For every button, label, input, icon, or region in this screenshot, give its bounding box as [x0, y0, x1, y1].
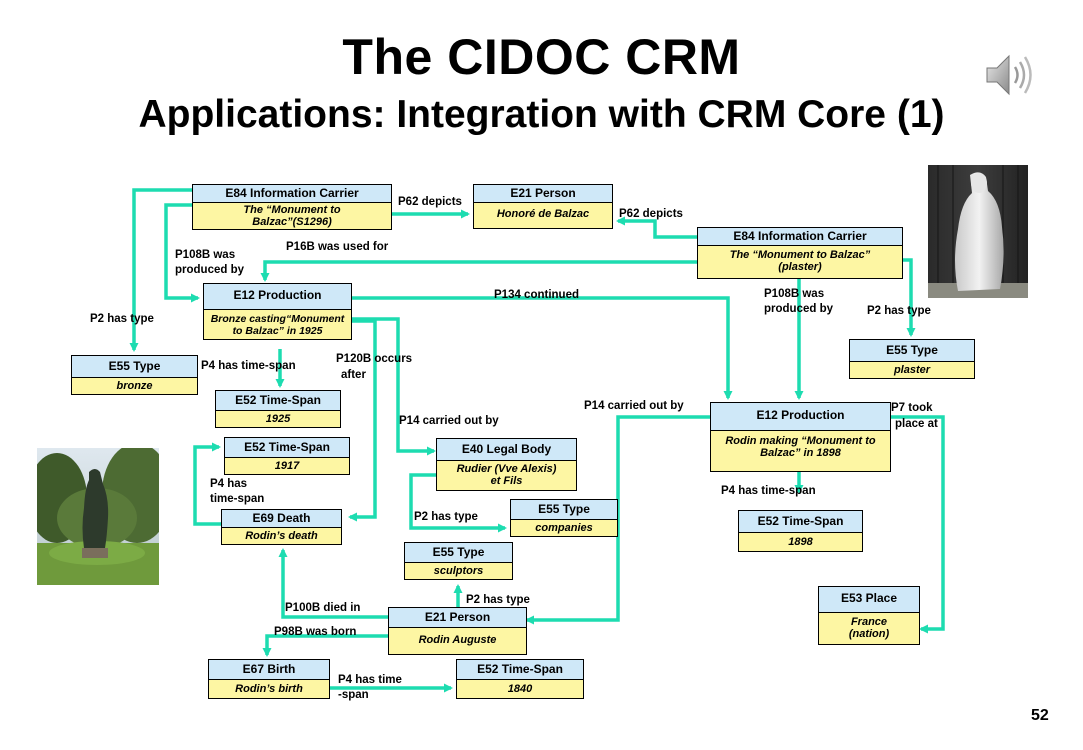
label-p108b-b-line1: P108B was	[764, 288, 825, 300]
arrow-p98	[262, 634, 388, 657]
slide-subtitle: Applications: Integration with CRM Core …	[138, 93, 945, 136]
node-e52-time-span-1898: E52 Time-Span 1898	[738, 510, 863, 552]
label-p134: P134 continued	[494, 289, 579, 301]
node-e55-type-sculptors: E55 Type sculptors	[404, 542, 513, 580]
label-p108b-b-line2: produced by	[764, 303, 834, 315]
node-e69-death: E69 Death Rodin’s death	[221, 509, 342, 545]
arrow-p14-b	[525, 415, 710, 625]
label-p108b-a-line1: P108B was	[175, 249, 236, 261]
label-p7-line1: P7 took	[891, 402, 933, 414]
label-p4-has-time-span-d-line1: P4 has time	[338, 674, 402, 686]
label-p100b: P100B died in	[285, 602, 361, 614]
arrow-p2-companies	[409, 473, 507, 533]
arrow-p4-1917	[193, 442, 221, 526]
label-p108b-a-line2: produced by	[175, 264, 245, 276]
label-p62-depicts-b: P62 depicts	[619, 208, 683, 220]
arrow-p62-b	[616, 216, 697, 239]
label-p4-has-time-span-c: P4 has time-span	[721, 485, 816, 497]
balzac-bronze-garden-photo	[37, 448, 159, 585]
node-e52-time-span-1840: E52 Time-Span 1840	[456, 659, 584, 699]
arrow-p2-plaster	[903, 258, 916, 337]
node-e52-time-span-1917: E52 Time-Span 1917	[224, 437, 350, 475]
label-p2-has-type-c: P2 has type	[414, 511, 478, 523]
label-p4-has-time-span-b-line1: P4 has	[210, 478, 248, 490]
arrow-p16b	[260, 260, 697, 282]
speaker-icon[interactable]	[985, 52, 1037, 98]
node-e67-birth: E67 Birth Rodin’s birth	[208, 659, 330, 699]
label-p4-has-time-span-b-line2: time-span	[210, 493, 265, 505]
label-p98b: P98B was born	[274, 626, 357, 638]
arrow-p2-bronze	[129, 188, 192, 352]
label-p4-has-time-span-a: P4 has time-span	[201, 360, 296, 372]
node-e21-person-balzac: E21 Person Honoré de Balzac	[473, 184, 613, 229]
node-e55-type-plaster: E55 Type plaster	[849, 339, 975, 379]
arrow-p14-a	[352, 317, 436, 456]
arrow-p7	[891, 415, 945, 634]
label-p62-depicts-a: P62 depicts	[398, 196, 462, 208]
page-number: 52	[1031, 707, 1049, 724]
node-e55-type-companies: E55 Type companies	[510, 499, 618, 537]
label-p2-has-type-d: P2 has type	[466, 594, 530, 606]
node-e21-person-rodin: E21 Person Rodin Auguste	[388, 607, 527, 655]
node-e55-type-bronze: E55 Type bronze	[71, 355, 198, 395]
label-p120b-line2: after	[341, 369, 366, 381]
arrow-p100	[278, 548, 388, 619]
label-p16b: P16B was used for	[286, 241, 389, 253]
arrow-p108-a	[164, 203, 200, 303]
node-e12-production-bronze: E12 Production Bronze casting“Monument t…	[203, 283, 352, 340]
label-p2-has-type-a: P2 has type	[90, 313, 154, 325]
slide-title: The CIDOC CRM	[342, 29, 741, 85]
label-p14-carried-out-by-b: P14 carried out by	[584, 400, 684, 412]
node-e40-legal-body: E40 Legal Body Rudier (Vve Alexis) et Fi…	[436, 438, 577, 491]
label-p7-line2: place at	[895, 418, 938, 430]
node-e53-place: E53 Place France (nation)	[818, 586, 920, 645]
label-p4-has-time-span-d-line2: -span	[338, 689, 369, 701]
arrow-p120	[348, 319, 377, 522]
label-p120b-line1: P120B occurs	[336, 353, 413, 365]
balzac-plaster-photo	[928, 165, 1028, 298]
node-e12-production-rodin: E12 Production Rodin making “Monument to…	[710, 402, 891, 472]
node-e84-information-carrier-s1296: E84 Information Carrier The “Monument to…	[192, 184, 392, 230]
label-p14-carried-out-by-a: P14 carried out by	[399, 415, 499, 427]
label-p2-has-type-b: P2 has type	[867, 305, 931, 317]
arrow-p134	[352, 296, 733, 400]
node-e52-time-span-1925: E52 Time-Span 1925	[215, 390, 341, 428]
node-e84-information-carrier-plaster: E84 Information Carrier The “Monument to…	[697, 227, 903, 279]
